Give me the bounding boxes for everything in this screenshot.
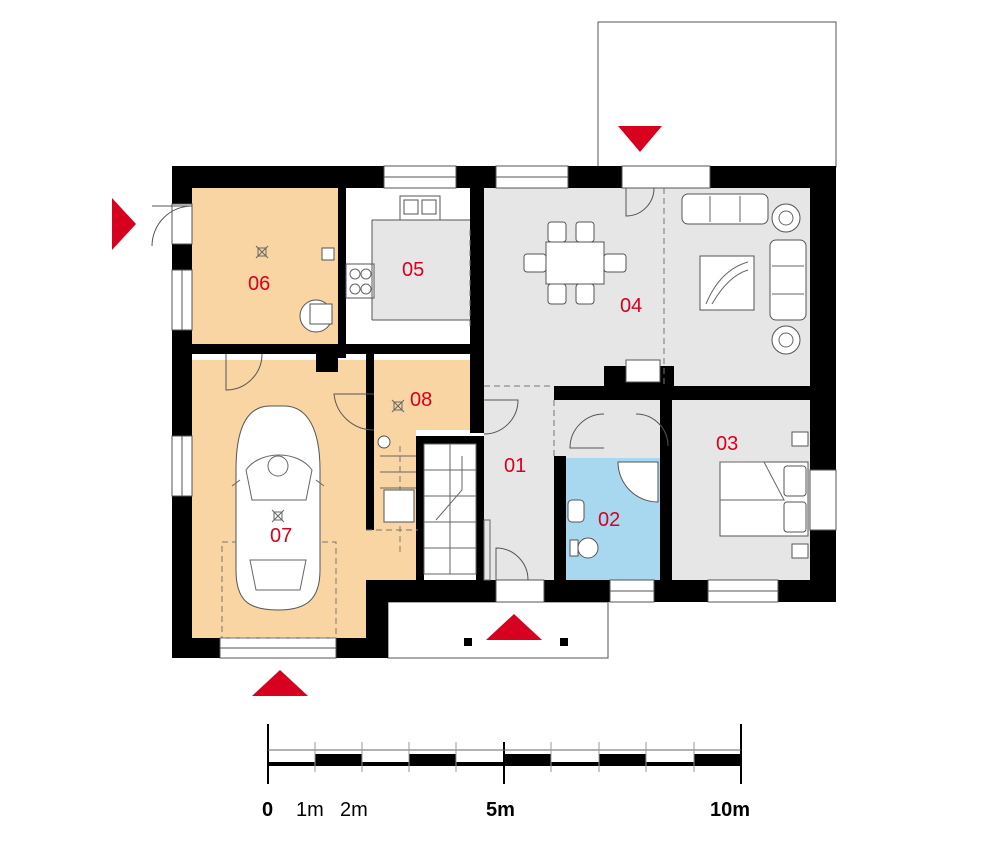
windows <box>171 165 837 659</box>
car <box>231 405 325 611</box>
terrace-outline <box>597 21 837 168</box>
staircase <box>380 443 477 575</box>
porch-post <box>464 638 472 646</box>
ceiling-lights <box>255 245 405 523</box>
scale-label-1m: 1m <box>296 799 324 821</box>
kitchen-fixtures <box>345 195 470 321</box>
scale-label-10m: 10m <box>710 799 750 821</box>
room-01-floor <box>484 386 554 580</box>
room-label-05: 05 <box>402 259 424 281</box>
entrance-arrow-side <box>112 198 136 250</box>
room-label-02: 02 <box>598 509 620 531</box>
scale-label-0: 0 <box>262 799 273 821</box>
entrance-arrows <box>112 126 662 696</box>
entrance-arrow-garage <box>252 670 308 696</box>
room-label-04: 04 <box>620 295 642 317</box>
porch-post <box>560 638 568 646</box>
entrance-arrow-terrace <box>618 126 662 152</box>
boiler-fixtures <box>299 247 415 523</box>
entrance-arrow-main <box>486 614 542 640</box>
scale-label-5m: 5m <box>486 799 515 821</box>
room-label-06: 06 <box>248 273 270 295</box>
scale-label-2m: 2m <box>340 799 368 821</box>
room-label-03: 03 <box>716 433 738 455</box>
room-05-kitchen-floor <box>372 220 470 320</box>
room-label-08: 08 <box>410 389 432 411</box>
scale-bar <box>267 724 742 784</box>
bedroom-furniture <box>719 431 809 559</box>
room-01-hall-floor <box>554 400 668 458</box>
room-08-floor <box>372 360 472 430</box>
bathroom-fixtures <box>567 461 659 559</box>
doors <box>151 187 669 581</box>
living-furniture <box>625 193 807 383</box>
room-label-01: 01 <box>504 455 526 477</box>
dining-table <box>523 221 627 305</box>
room-07-annex-floor <box>366 530 418 582</box>
room-label-07: 07 <box>270 525 292 547</box>
